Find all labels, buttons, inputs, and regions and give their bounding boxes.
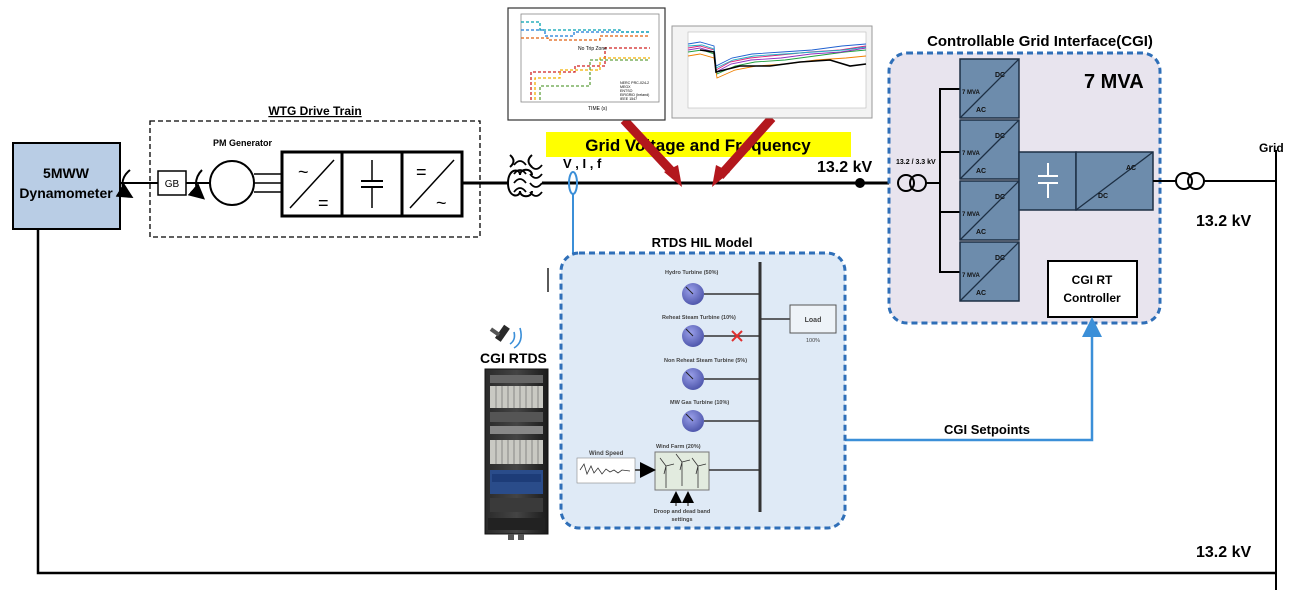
cgi-title: Controllable Grid Interface(CGI) (927, 33, 1153, 50)
bus-voltage-label: 13.2 kV (817, 159, 872, 176)
red-arrow-left (620, 116, 680, 180)
grid-voltage-banner (546, 132, 851, 157)
dc-link-capacitor-icon (361, 160, 383, 208)
gearbox-label: GB (165, 179, 180, 190)
turbine-reheat-label: Reheat Steam Turbine (10%) (662, 315, 736, 321)
cgi-setpoints-line (845, 317, 1102, 442)
ride-through-plot: No Trip Zone TIME (s) NERC PRC-024-2 MEG… (507, 7, 666, 121)
module-3-ac: AC (976, 229, 986, 236)
grid-transformer-icon (1175, 172, 1205, 190)
load-label: Load (805, 317, 822, 324)
turbine-gas-label: MW Gas Turbine (10%) (670, 400, 729, 406)
cgi-grid-converter: AC DC (1075, 151, 1154, 211)
module-3-rating: 7 MVA (962, 212, 981, 218)
drive-train-box (149, 120, 481, 238)
bottom-feeder-line (36, 228, 1276, 575)
plot1-legend-3: EIRGRID (Ireland) (620, 93, 649, 97)
module-3-dc: DC (995, 194, 1005, 201)
turbine-hydro: Hydro Turbine (50%) (665, 270, 760, 305)
grid-converter-dc: DC (1098, 193, 1108, 200)
droop-label-line1: Droop and dead band (654, 509, 711, 515)
grid-voltage-upper: 13.2 kV (1196, 213, 1251, 230)
plot1-zone-label: No Trip Zone (578, 46, 607, 52)
rectifier-ac-symbol: ~ (298, 162, 309, 182)
module-1-dc: DC (995, 72, 1005, 79)
grid-converter-ac: AC (1126, 165, 1136, 172)
cgi-rtds-label: CGI RTDS (480, 350, 547, 366)
measurement-label: V , I , f (563, 156, 602, 171)
red-arrow-right (716, 114, 776, 180)
rtds-rack (484, 368, 549, 540)
module-2-ac: AC (976, 168, 986, 175)
plot1-legend-0: NERC PRC-024-2 (620, 81, 649, 85)
pm-generator-icon (209, 160, 255, 206)
inverter-ac-symbol: ~ (436, 193, 447, 213)
grid-voltage-lower: 13.2 kV (1196, 544, 1251, 561)
grid-label: Grid (1259, 141, 1284, 155)
module-4-dc: DC (995, 255, 1005, 262)
wind-speed-label: Wind Speed (589, 451, 624, 457)
cgi-converter-module-2: DC 7 MVA AC (959, 119, 1020, 180)
wind-farm-label: Wind Farm (20%) (656, 444, 701, 450)
turbine-non-reheat-steam: Non Reheat Steam Turbine (5%) (664, 358, 760, 390)
rectifier-dc-symbol: = (318, 193, 329, 213)
dynamometer-label-line2: Dynamometer (19, 185, 113, 201)
cgi-dc-link (1018, 151, 1077, 211)
module-4-ac: AC (976, 290, 986, 297)
cgi-rating: 7 MVA (1084, 71, 1144, 93)
wind-speed-signal (579, 463, 631, 476)
turbine-reheat-steam: Reheat Steam Turbine (10%) (662, 315, 760, 347)
bus-node (855, 178, 865, 188)
cgi-transformer-ratio: 13.2 / 3.3 kV (896, 159, 936, 166)
shaft-rotation-icon (115, 169, 134, 199)
dynamometer: 5MWW Dynamometer (12, 142, 121, 230)
satellite-antenna-icon (489, 324, 522, 349)
frequency-response-plot (671, 25, 873, 119)
module-1-rating: 7 MVA (962, 90, 981, 96)
module-2-dc: DC (995, 133, 1005, 140)
gearbox (157, 170, 187, 196)
breaker-open-icon (731, 330, 743, 342)
plot1-legend-2: ENTSO (620, 89, 633, 93)
controller-line1: CGI RT (1072, 273, 1113, 287)
drive-train-title: WTG Drive Train (268, 104, 361, 118)
cgi-capacitor-icon (1038, 163, 1058, 198)
wind-turbine-icons (659, 453, 707, 488)
module-2-rating: 7 MVA (962, 151, 981, 157)
module-1-ac: AC (976, 107, 986, 114)
cgi-rt-controller (1047, 260, 1138, 318)
cgi-converter-module-3: DC 7 MVA AC (959, 180, 1020, 241)
load-box (789, 304, 837, 334)
inverter-dc-symbol: = (416, 162, 427, 182)
load-percent: 100% (806, 338, 820, 344)
cgi-converter-module-4: DC 7 MVA AC (959, 241, 1020, 302)
grid-voltage-banner-text: Grid Voltage and Frequency (585, 136, 811, 155)
plot1-legend-1: MEGX (620, 85, 631, 89)
turbine-hydro-label: Hydro Turbine (50%) (665, 270, 719, 276)
generator-rotation-icon (187, 169, 206, 200)
pm-generator-label: PM Generator (213, 138, 273, 148)
module-4-rating: 7 MVA (962, 273, 981, 279)
cgi-converter-module-1: DC 7 MVA AC (959, 58, 1020, 119)
cgi-setpoints-label: CGI Setpoints (944, 422, 1030, 437)
plot1-xlabel: TIME (s) (588, 106, 607, 112)
controller-line2: Controller (1063, 291, 1121, 305)
turbine-nonreheat-label: Non Reheat Steam Turbine (5%) (664, 358, 747, 364)
droop-label-line2: settings (671, 517, 692, 523)
rtds-model-title: RTDS HIL Model (652, 235, 753, 250)
plot1-legend-4: IEEE 1547 (620, 97, 637, 101)
turbine-gas: MW Gas Turbine (10%) (670, 400, 760, 432)
dynamometer-label-line1: 5MWW (43, 165, 90, 181)
